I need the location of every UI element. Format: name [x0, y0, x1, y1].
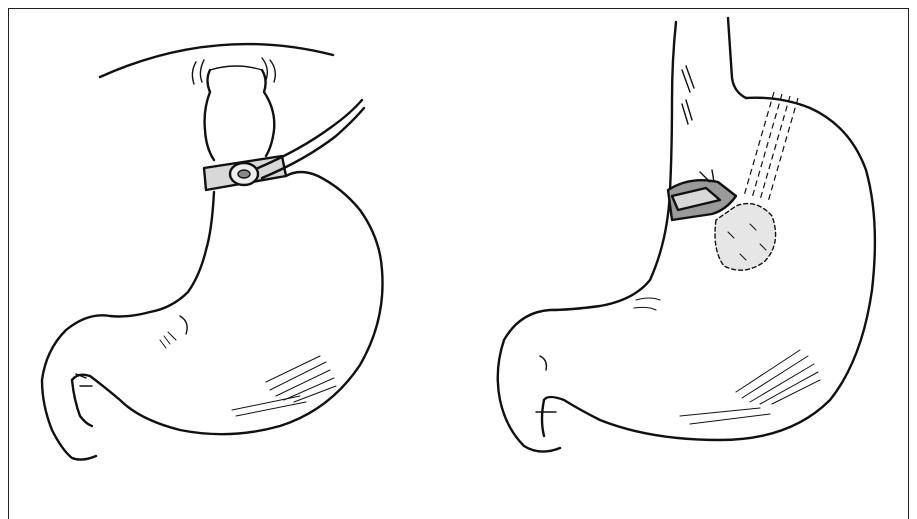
esophagus — [205, 70, 275, 160]
stomach-outline-right — [544, 98, 875, 440]
diaphragm-arc — [100, 44, 333, 77]
shading-right — [680, 350, 820, 424]
left-panel — [42, 44, 383, 460]
stomach-outline-left — [42, 192, 214, 460]
vessel-strip — [744, 92, 798, 202]
right-panel — [498, 18, 875, 452]
sutured-patch — [715, 204, 776, 271]
gastric-band — [204, 100, 364, 190]
